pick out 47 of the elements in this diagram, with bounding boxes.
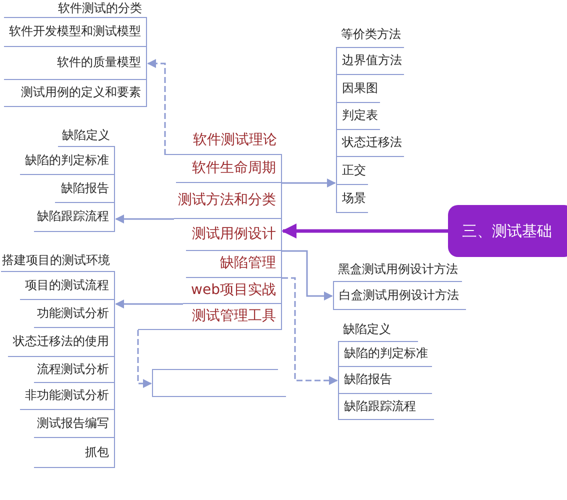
main-topic-item: 测试管理工具 [138,304,282,330]
subtopic-item: 软件的质量模型 [4,47,147,80]
subtopic-item: 场景 [336,185,368,213]
subtopic-item: 状态迁移法 [336,130,404,157]
subtopic-item: 软件开发模型和测试模型 [4,18,147,47]
subtopic-item: 等价类方法 [336,22,404,48]
subtopic-item: 状态迁移法的使用 [8,328,115,357]
subtopic-item: 缺陷跟踪流程 [338,394,434,420]
subtopic-item: 因果图 [336,75,380,103]
connector-arrow [147,59,166,155]
main-topic-item: 软件生命周期 [176,155,282,183]
subtopic-item: 缺陷的判定标准 [338,342,432,367]
subtopic-item: 缺陷定义 [338,318,418,342]
main-topic-item: 缺陷管理 [186,251,282,278]
connector-arrow [115,214,174,224]
central-topic-box: 三、测试基础 [448,205,567,257]
subtopic-item: 缺陷定义 [58,125,115,147]
subtopic-item: 缺陷的判定标准 [20,147,115,175]
connector-arrow [282,277,338,385]
main-topic-item: web项目实战 [183,278,282,304]
branch-bracket [152,370,286,397]
subtopic-item: 边界值方法 [336,48,404,75]
subtopic-item: 黑盒测试用例设计方法 [333,258,462,282]
subtopic-item: 缺陷报告 [55,175,115,203]
subtopic-item: 测试报告编写 [34,410,115,438]
subtopic-item: 判定表 [336,103,380,130]
subtopic-item: 流程测试分析 [34,357,115,383]
subtopic-item: 缺陷报告 [338,367,432,394]
subtopic-item: 搭建项目的测试环境 [1,250,115,272]
subtopic-item: 测试用例的定义和要素 [4,80,147,107]
main-topic-item: 测试方法和分类 [174,183,282,219]
subtopic-item: 项目的测试流程 [20,272,115,300]
subtopic-item: 正交 [336,157,368,185]
subtopic-item: 功能测试分析 [34,300,115,328]
connector-arrow [137,330,152,388]
main-topic-item: 测试用例设计 [186,219,282,251]
connector-arrow [282,178,336,188]
subtopic-item: 白盒测试用例设计方法 [333,282,466,310]
subtopic-item: 抓包 [34,438,115,468]
connector-arrow [282,224,448,238]
subtopic-item: 软件测试的分类 [4,0,147,18]
subtopic-item: 缺陷跟踪流程 [34,203,115,232]
branch-line [152,368,278,370]
connector-arrow [115,300,183,308]
subtopic-item: 非功能测试分析 [20,383,115,410]
main-topic-item: 软件测试理论 [165,128,282,155]
connector-arrow [282,250,333,300]
